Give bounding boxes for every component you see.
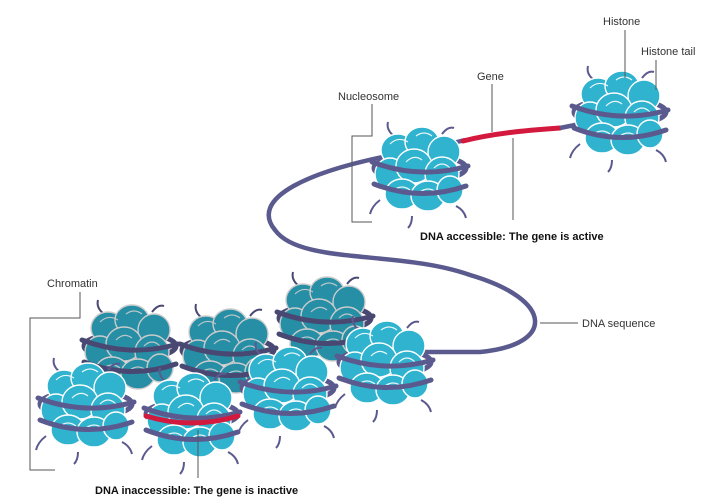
nucleosome-icon (570, 66, 668, 172)
chromatin-cluster (36, 272, 433, 474)
chromatin-label: Chromatin (47, 278, 98, 290)
nucleosome-icon (370, 122, 468, 228)
gene-segment (460, 125, 563, 144)
label-leaders (29, 30, 657, 478)
gene-label: Gene (477, 71, 504, 83)
histone-tail-label: Histone tail (641, 46, 695, 58)
dna-sequence-label: DNA sequence (582, 318, 655, 330)
accessible-caption: DNA accessible: The gene is active (420, 231, 604, 243)
histone-label: Histone (603, 16, 640, 28)
gene-segment-inactive (143, 413, 241, 426)
nucleosome-label: Nucleosome (338, 91, 399, 103)
inaccessible-caption: DNA inaccessible: The gene is inactive (95, 485, 298, 497)
dna-strand (266, 147, 538, 355)
nucleosome-icon (142, 368, 240, 474)
